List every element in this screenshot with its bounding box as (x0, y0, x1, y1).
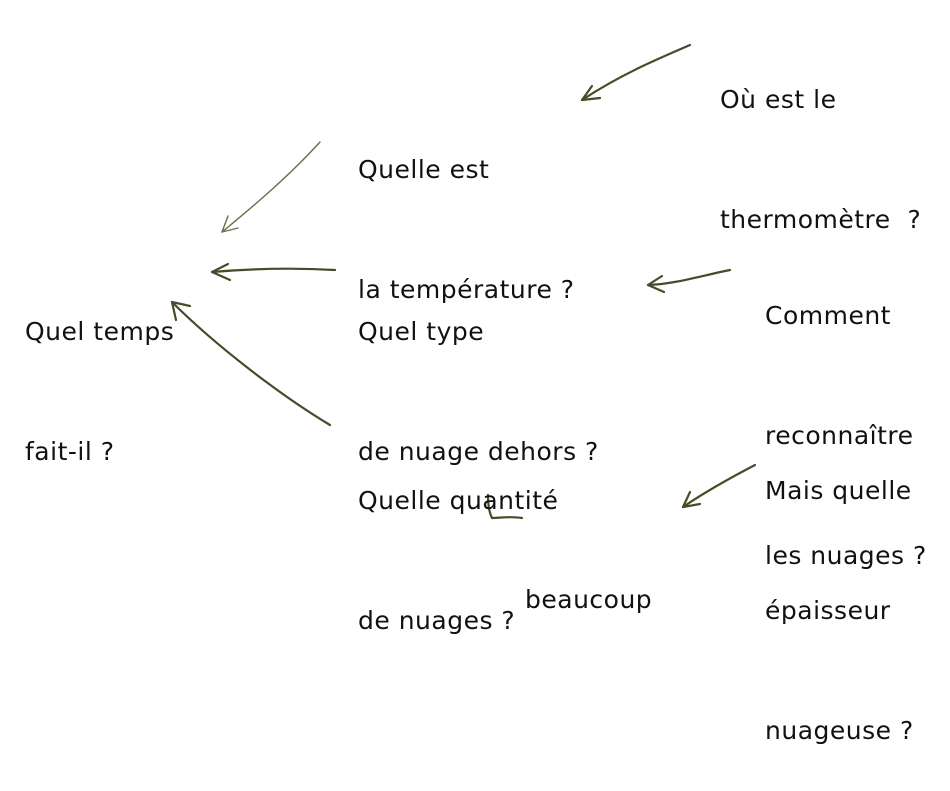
node-line: de nuage dehors ? (358, 437, 599, 466)
node-line: épaisseur (765, 596, 891, 625)
node-line: Quel temps (25, 317, 175, 346)
node-line: la température ? (358, 275, 575, 304)
node-line: reconnaître (765, 421, 914, 450)
arrow-thermometer-to-temperature (580, 43, 692, 102)
node-line: thermomètre ? (720, 205, 922, 234)
node-line: Quelle est (358, 155, 490, 184)
node-line: Quel type (358, 317, 485, 346)
node-line: beaucoup (525, 585, 653, 614)
arrows-layer (170, 43, 757, 520)
arrow-quantity-to-root (170, 300, 332, 427)
node-line: Mais quelle (765, 476, 912, 505)
node-temperature: Quelle est la température ? (358, 70, 575, 350)
node-thermometer: Où est le thermomètre ? (720, 0, 921, 280)
arrow-thickness-to-answer (681, 463, 757, 509)
node-line: nuageuse ? (765, 716, 914, 745)
node-root: Quel temps fait-il ? (25, 232, 174, 512)
arrow-recognize-to-cloud-type (646, 268, 732, 294)
node-thickness: Mais quelle épaisseur nuageuse ? (765, 391, 914, 791)
node-line: fait-il ? (25, 437, 115, 466)
node-cloud-type: Quel type de nuage dehors ? (358, 232, 599, 512)
node-answer: beaucoup (525, 500, 652, 660)
node-line: Où est le (720, 85, 837, 114)
node-line: Quelle quantité (358, 486, 559, 515)
bracket-quantity-to-answer (486, 493, 524, 520)
arrow-cloud-type-to-root (210, 262, 337, 282)
node-line: Comment (765, 301, 891, 330)
node-recognize: Comment reconnaître les nuages ? (765, 216, 927, 616)
arrow-temperature-to-root (221, 141, 321, 233)
node-line: les nuages ? (765, 541, 927, 570)
